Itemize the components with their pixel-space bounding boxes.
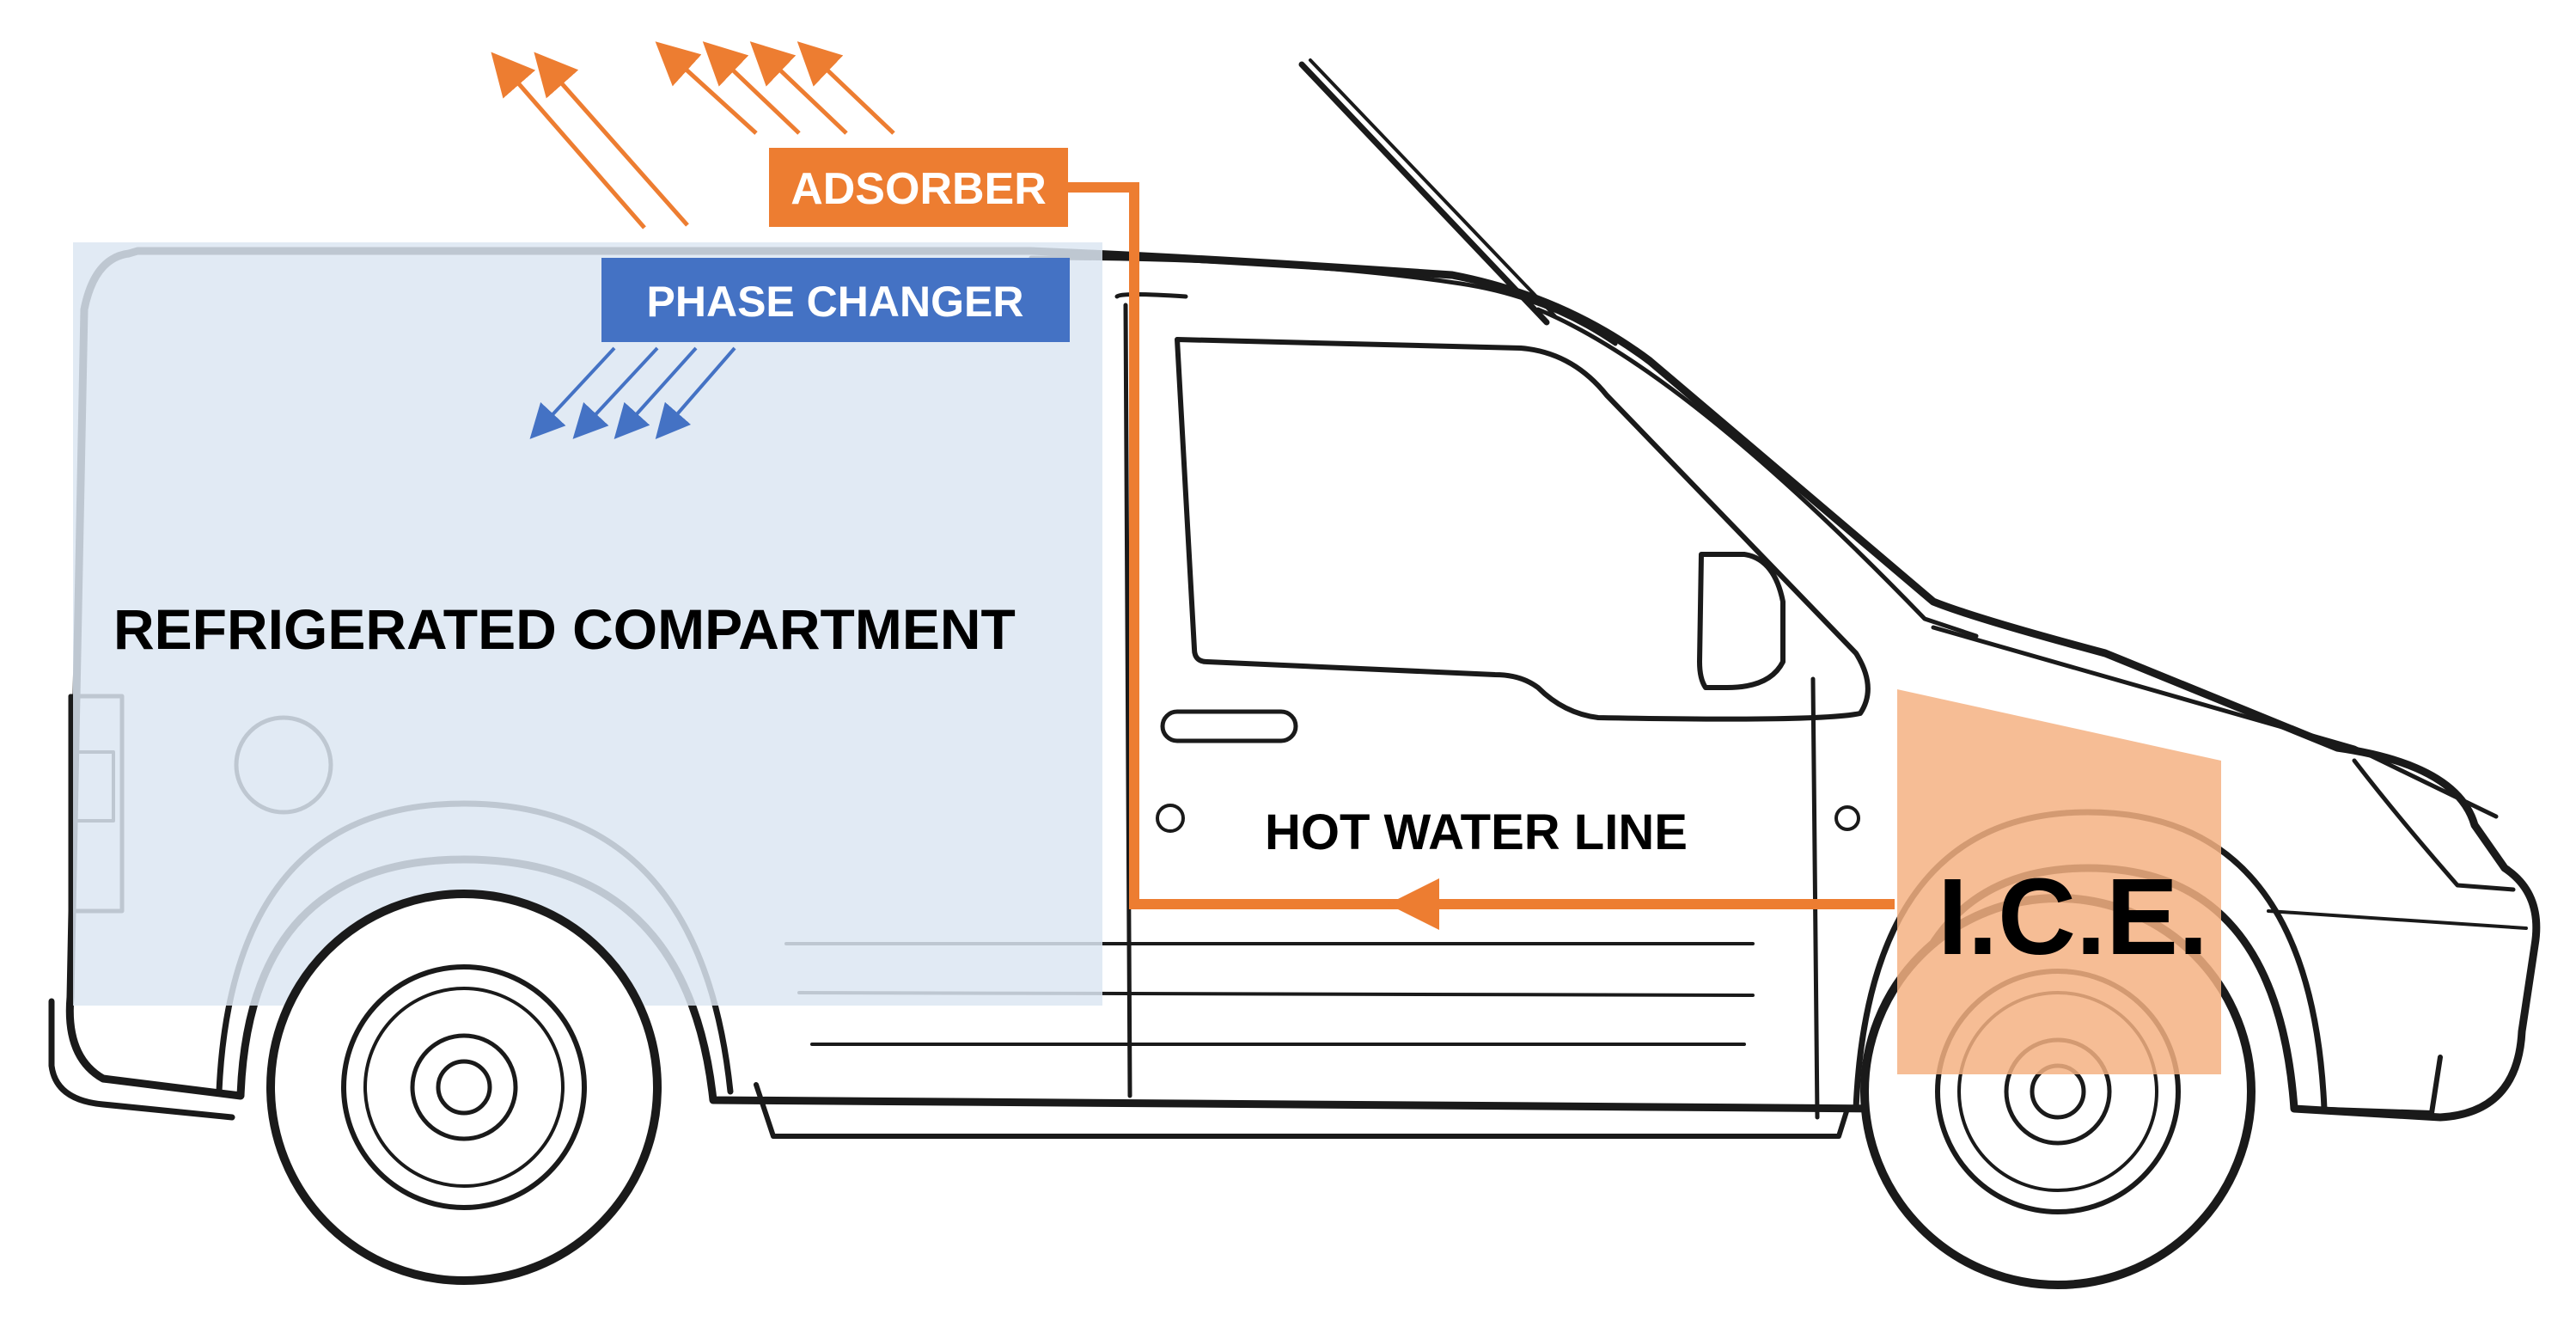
arrow-up-left-icon [749,41,848,135]
adsorber-box: ADSORBER [769,148,1068,227]
arrow-up-left-icon [655,41,758,135]
refrigerated-compartment-area [73,242,1102,1006]
heat-out-arrows [491,41,895,229]
flow-direction-arrow [1388,878,1439,930]
arrow-up-left-icon [797,41,895,135]
rear-wheel [266,890,662,1285]
phase-changer-box: PHASE CHANGER [601,258,1070,342]
arrow-down-left-icon [655,346,736,440]
arrow-down-left-icon [572,346,659,439]
cold-in-arrows [529,346,736,440]
door-handle [1160,709,1298,743]
adsorber-label: ADSORBER [791,164,1047,214]
engine-area [1897,689,2221,1074]
arrow-up-left-icon [702,41,801,135]
side-mirror [1697,552,1785,690]
van-outline [48,58,2541,1139]
phase-changer-label: PHASE CHANGER [647,278,1024,326]
hot-water-line [1065,182,1895,909]
refrigerated-compartment-label: REFRIGERATED COMPARTMENT [113,597,1016,661]
arrow-down-left-icon [529,346,616,439]
side-window [1175,337,1871,722]
arrow-down-left-icon [613,346,698,439]
arrow-up-left-icon [534,52,689,227]
hot-water-line-label: HOT WATER LINE [1265,804,1688,860]
engine-label: I.C.E. [1938,856,2208,977]
antenna [1298,61,1550,326]
arrow-up-left-icon [491,52,646,229]
